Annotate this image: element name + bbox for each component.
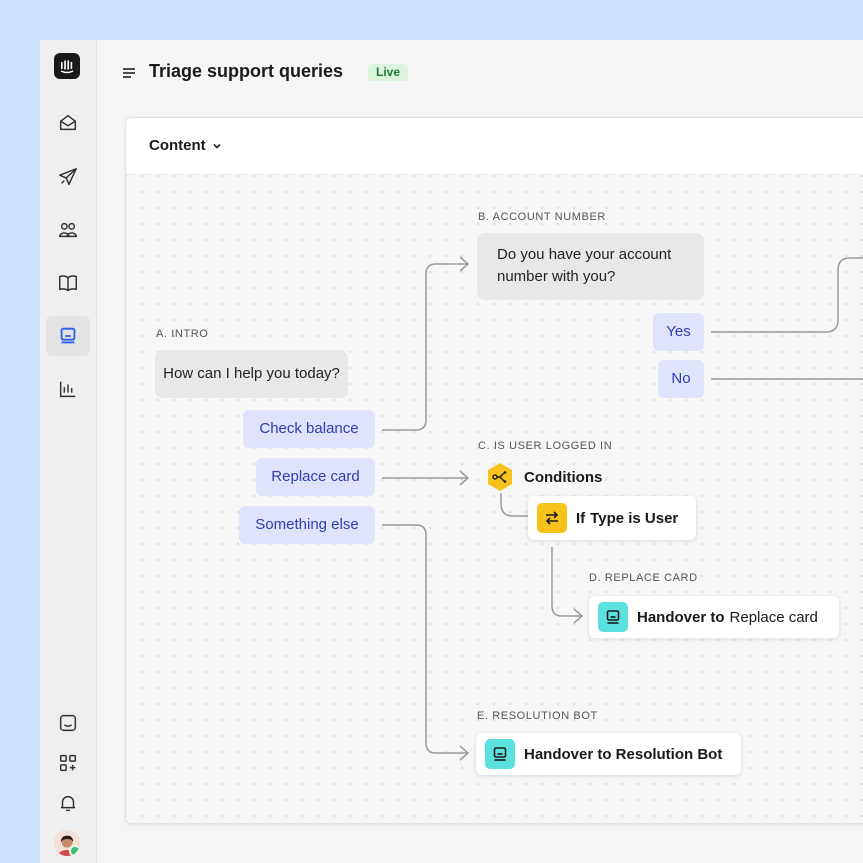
condition-card[interactable]: If Type is User [528,496,696,540]
swap-icon [537,503,567,533]
intercom-logo-icon[interactable] [54,53,80,79]
account-number-message[interactable]: Do you have your account number with you… [477,233,704,300]
messenger-icon[interactable] [46,703,90,743]
account-number-node-label: B. ACCOUNT NUMBER [478,211,606,223]
condition-prefix: If [576,509,586,527]
notifications-icon[interactable] [46,783,90,823]
user-avatar[interactable] [54,830,80,856]
content-dropdown[interactable]: Content [149,137,222,154]
resolution-bot-node-label: E. RESOLUTION BOT [477,710,598,722]
replace-card-node-label: D. REPLACE CARD [589,572,698,584]
bot-icon [598,602,628,632]
status-badge: Live [368,64,409,81]
reply-replace-card[interactable]: Replace card [256,458,375,496]
resolution-bot-handover[interactable]: Handover to Resolution Bot [476,733,741,775]
replace-card-action-rest: Replace card [729,608,818,626]
app-window: Triage support queries Live Content [40,40,863,863]
resolution-bot-action: Handover to Resolution Bot [524,745,723,763]
reply-something-else[interactable]: Something else [239,506,375,544]
conditions-node[interactable]: Conditions [486,462,602,492]
chevron-down-icon [213,143,221,149]
apps-icon[interactable] [46,743,90,783]
reply-no[interactable]: No [658,360,704,398]
page-title: Triage support queries [149,61,344,81]
condition-text: Type is User [590,509,679,527]
bots-icon[interactable] [46,316,90,356]
logged-in-node-label: C. IS USER LOGGED IN [478,440,613,452]
flow-canvas[interactable]: Content [125,117,863,824]
page-header: Triage support queries Live [96,40,863,106]
conditions-title: Conditions [524,468,603,486]
sidebar [40,40,97,863]
intro-message[interactable]: How can I help you today? [155,350,348,398]
account-number-message-line2: number with you? [497,268,616,285]
flow-connectors [382,256,863,761]
articles-icon[interactable] [46,263,90,303]
panel-header: Content [126,118,863,175]
reply-check-balance[interactable]: Check balance [243,410,375,448]
content-dropdown-label: Content [149,137,206,154]
online-status-dot [69,845,80,856]
inbox-icon[interactable] [46,103,90,143]
branch-hexagon-icon [488,463,512,491]
outbound-icon[interactable] [46,157,90,197]
account-number-message-line1: Do you have your account [497,246,672,263]
replace-card-handover[interactable]: Handover to Replace card [589,596,839,638]
replace-card-action-bold: Handover to [637,608,725,626]
bot-icon [485,739,515,769]
intro-node-label: A. INTRO [156,328,209,340]
reports-icon[interactable] [46,369,90,409]
reply-yes[interactable]: Yes [653,313,704,351]
contacts-icon[interactable] [46,210,90,250]
menu-icon[interactable] [122,66,136,80]
